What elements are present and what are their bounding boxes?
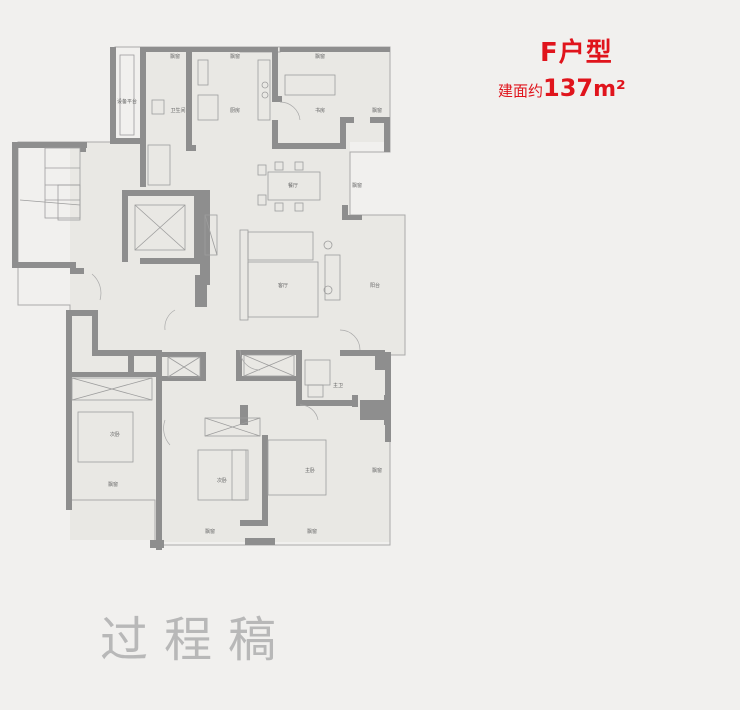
doors — [91, 101, 361, 446]
room-label-bath1: 卫生间 — [170, 107, 185, 114]
area-line: 建面约137m² — [498, 74, 626, 102]
room-label-kitchen: 厨房 — [230, 107, 240, 114]
room-label-living: 客厅 — [278, 282, 288, 289]
window-label-top2: 飘窗 — [230, 53, 240, 60]
window-label-bottom1: 飘窗 — [205, 528, 215, 535]
area-unit: m² — [593, 77, 626, 102]
fixtures — [119, 54, 336, 398]
area-prefix: 建面约 — [498, 82, 544, 100]
beds — [77, 411, 327, 501]
room-label-dining: 餐厅 — [288, 182, 298, 189]
window-label-top3: 飘窗 — [315, 53, 325, 60]
sofa-set — [239, 229, 341, 321]
room-label-equip-platform: 设备平台 — [117, 98, 137, 105]
elevator — [134, 204, 186, 251]
window-label-left: 飘窗 — [108, 481, 118, 488]
area-value: 137 — [543, 74, 594, 102]
dining-table — [257, 161, 321, 212]
unit-type-title: F户型 — [540, 38, 613, 68]
window-label-study: 飘窗 — [372, 107, 382, 114]
room-labels: 厨房 卫生间 设备平台 书房 餐厅 客厅 阳台 次卧 次卧 主卧 主卫 飘窗 飘… — [108, 53, 382, 535]
room-label-study: 书房 — [315, 107, 325, 114]
storage-cabinets — [71, 214, 295, 437]
room-label-bedroom3: 次卧 — [217, 477, 227, 484]
window-label-right1: 飘窗 — [352, 182, 362, 189]
room-label-balcony: 阳台 — [370, 282, 380, 289]
room-label-bedroom2: 次卧 — [110, 431, 120, 438]
window-label-right2: 飘窗 — [372, 467, 382, 474]
room-label-master: 主卧 — [305, 467, 315, 474]
stair — [19, 147, 81, 221]
window-label-top1: 飘窗 — [170, 53, 180, 60]
window-label-bottom2: 飘窗 — [307, 528, 317, 535]
room-label-master-bath: 主卫 — [333, 382, 343, 389]
draft-watermark: 过程稿 — [100, 612, 293, 668]
